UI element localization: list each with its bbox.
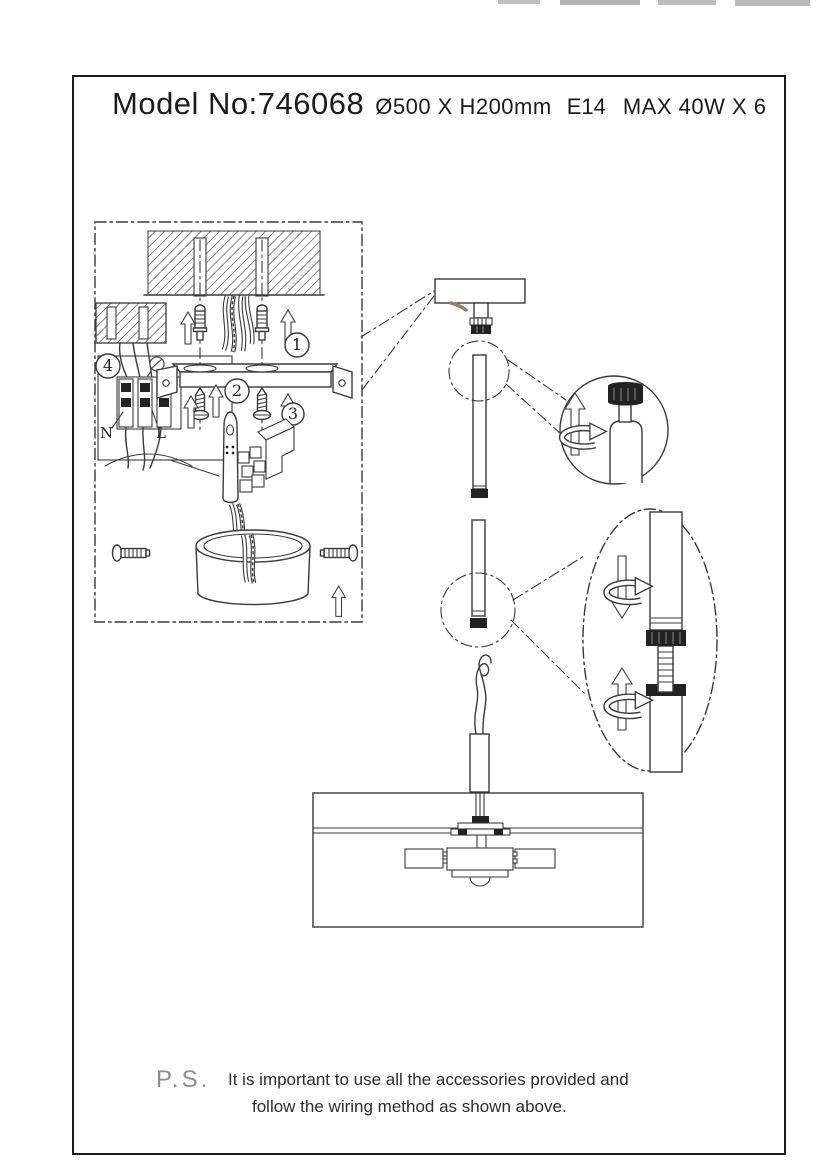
threaded-stem [657, 645, 674, 693]
scan-artifact [498, 0, 540, 4]
wall-plug-left [192, 304, 208, 341]
knurled-collar [646, 630, 686, 646]
ceiling-plate [434, 278, 526, 334]
ceiling-section [143, 230, 325, 297]
step-1-badge: 1 [284, 332, 310, 358]
hanging-rod-upper [448, 340, 510, 498]
live-label: L [156, 424, 166, 442]
callout-line [360, 290, 435, 338]
page-border [72, 75, 786, 1155]
step-3-number: 3 [288, 404, 298, 423]
wire-loop [104, 453, 193, 467]
upper-rod-section [649, 511, 683, 631]
thumbscrew-detail [560, 375, 669, 485]
footer-note: P.S. It is important to use all the acce… [156, 1066, 716, 1120]
fixing-screw-right [252, 387, 272, 421]
socket-dome [469, 876, 491, 887]
step-1-number: 1 [292, 335, 302, 354]
callout-line [361, 295, 435, 391]
step-4-badge: 4 [95, 353, 121, 379]
lamp-holder-left [404, 848, 444, 869]
step-2-number: 2 [232, 381, 242, 400]
scan-artifact [658, 0, 716, 5]
shade-hub [450, 816, 511, 849]
wall-plug-right [254, 304, 270, 341]
wire-neutral [124, 427, 130, 469]
connector-plate [169, 411, 295, 504]
strain-relief-bracket [257, 418, 295, 480]
rod-end [609, 420, 643, 483]
lamp-holder-assembly [404, 847, 556, 887]
rod-joint-detail [582, 508, 718, 773]
neutral-label: N [100, 424, 113, 442]
scan-artifact [560, 0, 640, 5]
callout-line [507, 359, 567, 401]
sheet-title: Model No:746068 Ø500 X H200mm E14 MAX 40… [112, 86, 792, 122]
lower-rod-section [649, 693, 683, 773]
wire-live [149, 427, 162, 469]
step-2-badge: 2 [224, 378, 250, 404]
detail-marker-circle [448, 340, 510, 402]
scan-artifact [735, 0, 810, 6]
mains-wires [221, 295, 255, 353]
pen-mark [449, 301, 468, 312]
rotate-arrow-icon [607, 692, 653, 716]
lamp-shade [312, 791, 644, 928]
rotate-arrow-icon [607, 578, 653, 602]
step-4-number: 4 [103, 356, 113, 375]
callout-line [505, 383, 562, 435]
canopy-screw-right [319, 544, 359, 562]
assembly-sequence [312, 278, 718, 928]
wire-earth [142, 427, 146, 471]
thumbscrew-knob [608, 382, 643, 406]
callout-line [510, 619, 586, 695]
canopy [195, 529, 311, 606]
max-wattage: MAX 40W X 6 [622, 94, 767, 119]
hanging-rod-lower [440, 519, 516, 648]
lamp-holder-right [514, 848, 556, 869]
callout-line [169, 459, 220, 477]
label-leader [111, 411, 124, 429]
model-number: Model No:746068 [112, 86, 365, 121]
cord-assembly [469, 654, 492, 793]
fixture-dimensions: Ø500 X H200mm [375, 94, 552, 119]
note-line-2: follow the wiring method as shown above. [252, 1097, 567, 1116]
note-line-1: It is important to use all the accessori… [228, 1070, 629, 1089]
canopy-screw-left [111, 544, 151, 562]
ceiling-inset [95, 302, 167, 381]
up-arrow-icon [208, 384, 224, 418]
socket-type: E14 [566, 94, 606, 119]
note-prefix: P.S. [156, 1066, 211, 1093]
detail-marker-circle [440, 572, 516, 648]
up-arrow-icon [331, 585, 346, 617]
mounting-detail-box: 1 4 [94, 221, 363, 623]
label-leader [151, 409, 158, 425]
callout-line [512, 555, 585, 601]
mounting-bracket [156, 363, 353, 399]
step-3-badge: 3 [281, 402, 305, 426]
